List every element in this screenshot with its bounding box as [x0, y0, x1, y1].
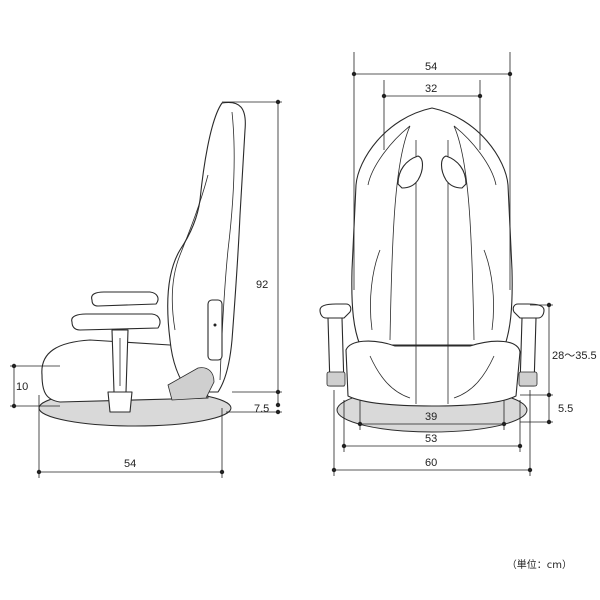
- side-view-dimensions: 92 7.5 10 54: [10, 99, 282, 478]
- side-lever-plate: [207, 299, 223, 361]
- front-backrest-outer: [351, 107, 513, 346]
- front-bolster-left: [367, 125, 411, 341]
- front-bolster-right: [453, 125, 497, 341]
- side-seat-height-label: 10: [16, 381, 28, 393]
- side-armrest-upper: [91, 291, 159, 307]
- side-armrest-foot: [107, 391, 133, 413]
- front-base-offset-label: 5.5: [558, 403, 573, 415]
- side-recline-lever: [167, 367, 215, 401]
- front-seat-width-label: 39: [425, 411, 437, 423]
- front-view-chair: [319, 107, 545, 433]
- front-armrest-right: [512, 303, 545, 319]
- front-head-slot-left: [397, 155, 424, 189]
- front-armrest-height-label: 28〜35.5: [552, 350, 597, 362]
- unit-note: （単位：cm）: [506, 560, 572, 571]
- front-seat-cushion: [345, 340, 521, 407]
- side-base-label: 7.5: [254, 403, 269, 415]
- front-arm-span-label: 60: [425, 457, 437, 469]
- side-depth-label: 54: [124, 458, 136, 470]
- front-total-width-label: 54: [425, 61, 437, 73]
- front-armrest-left: [319, 303, 352, 319]
- front-base-width-label: 53: [425, 433, 437, 445]
- side-view-chair: [38, 101, 246, 427]
- front-view-dimensions: 54 32 28〜35.5 5.5 39 53: [331, 52, 597, 476]
- side-height-label: 92: [256, 279, 268, 291]
- front-head-slot-right: [440, 155, 467, 189]
- side-backrest-inner: [171, 174, 209, 331]
- front-back-width-label: 32: [425, 83, 437, 95]
- side-armrest-lower: [71, 313, 161, 331]
